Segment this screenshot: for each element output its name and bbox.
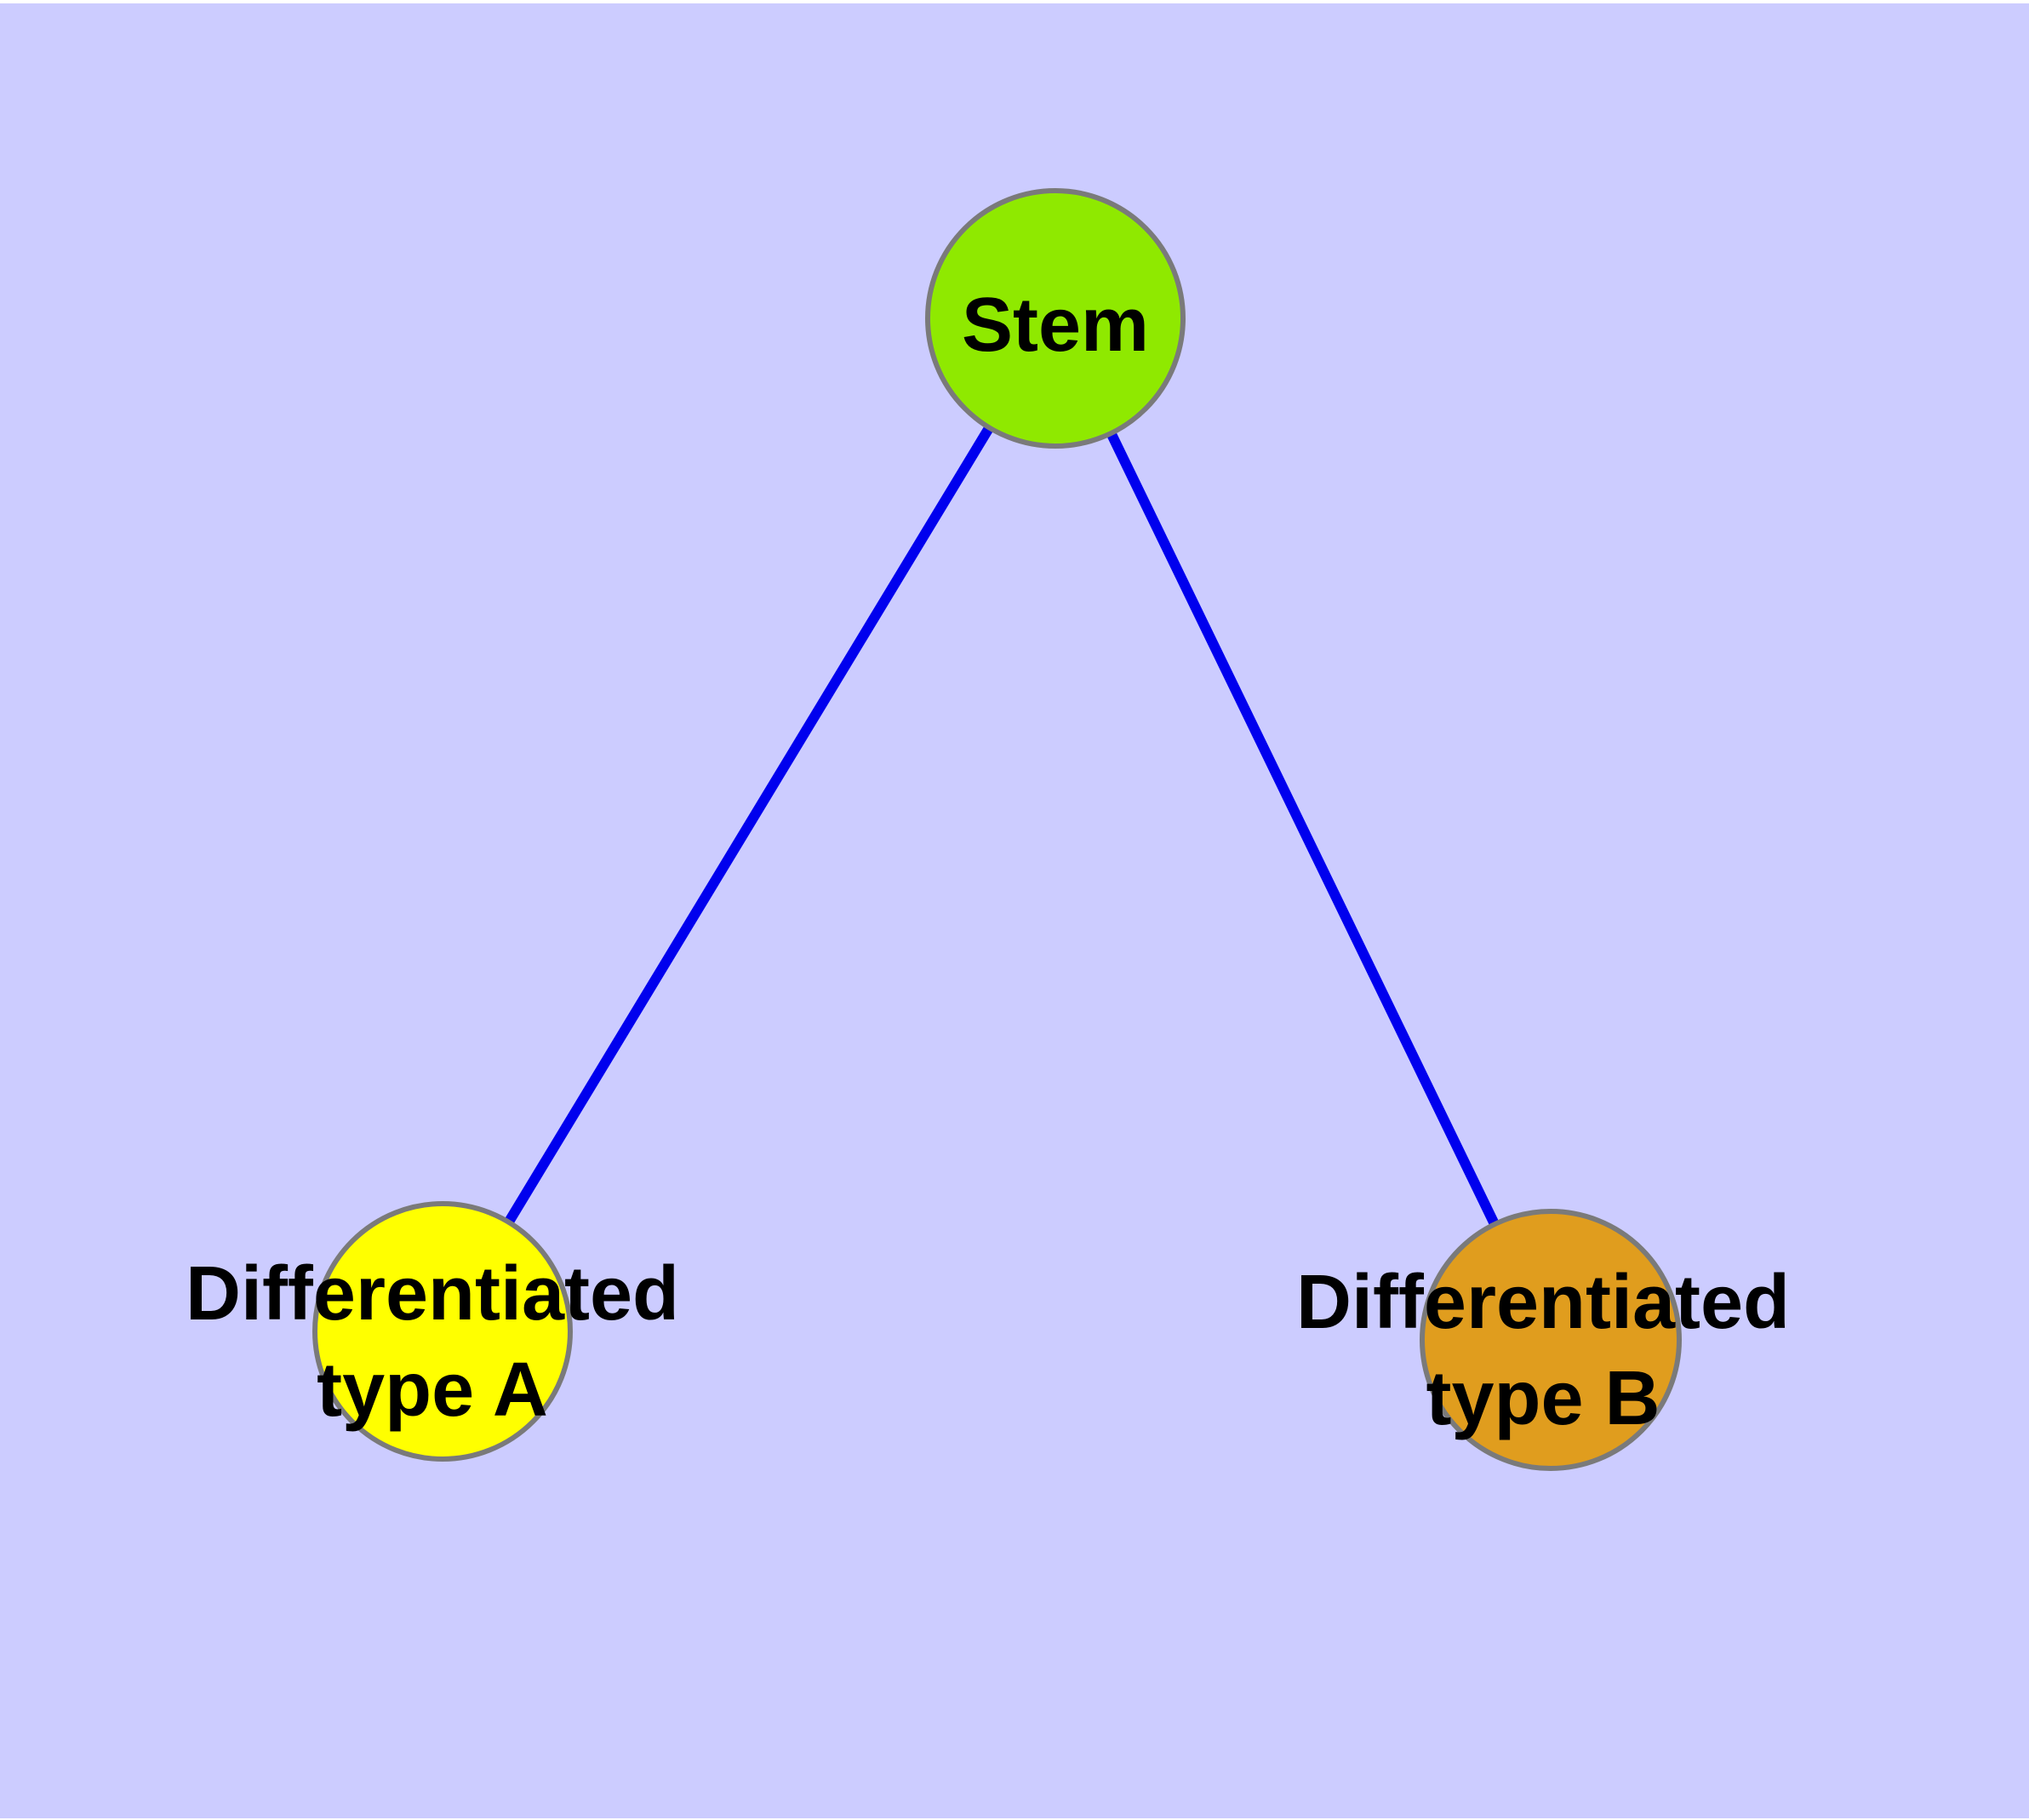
node-differentiated-type-a — [312, 1201, 573, 1462]
node-type-b-label-line1: Differentiated — [1296, 1260, 1790, 1345]
node-type-b-label-line2: type B — [1426, 1356, 1660, 1441]
node-differentiated-type-b — [1420, 1209, 1682, 1471]
node-stem — [925, 188, 1186, 449]
node-type-a-label-line2: type A — [317, 1348, 548, 1433]
node-stem-label: Stem — [962, 283, 1149, 368]
edge-stem-to-type-b — [1050, 316, 1556, 1342]
node-type-a-label-line1: Differentiated — [186, 1251, 679, 1336]
edge-stem-to-type-a — [437, 315, 1060, 1335]
